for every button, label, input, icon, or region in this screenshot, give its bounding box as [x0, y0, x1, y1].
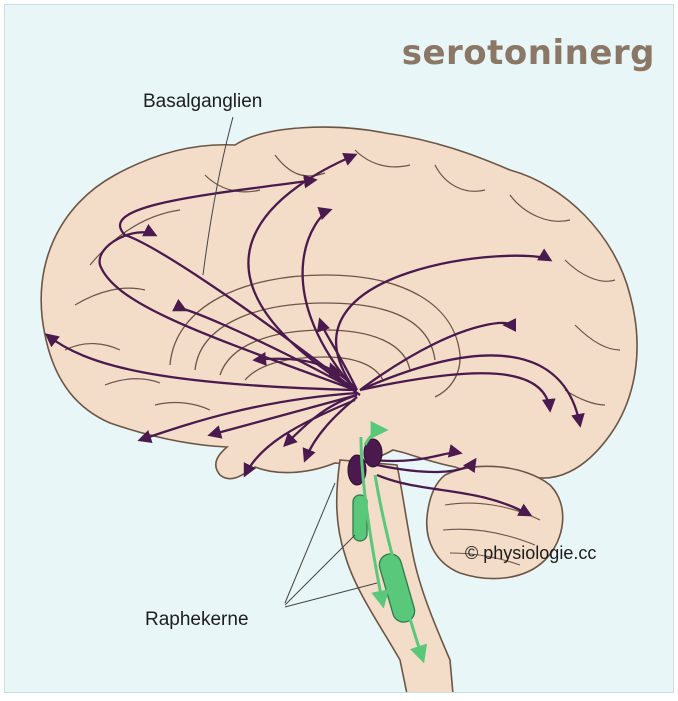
diagram-canvas: serotoninerg Basalganglien Raphekerne © … — [4, 4, 674, 693]
basal-ganglia-label: Basalganglien — [143, 91, 262, 113]
copyright-label: © physiologie.cc — [465, 543, 596, 564]
diagram-title: serotoninerg — [402, 33, 655, 73]
raphe-nuclei-label: Raphekerne — [145, 609, 249, 631]
brain-sagittal-diagram — [5, 5, 674, 693]
